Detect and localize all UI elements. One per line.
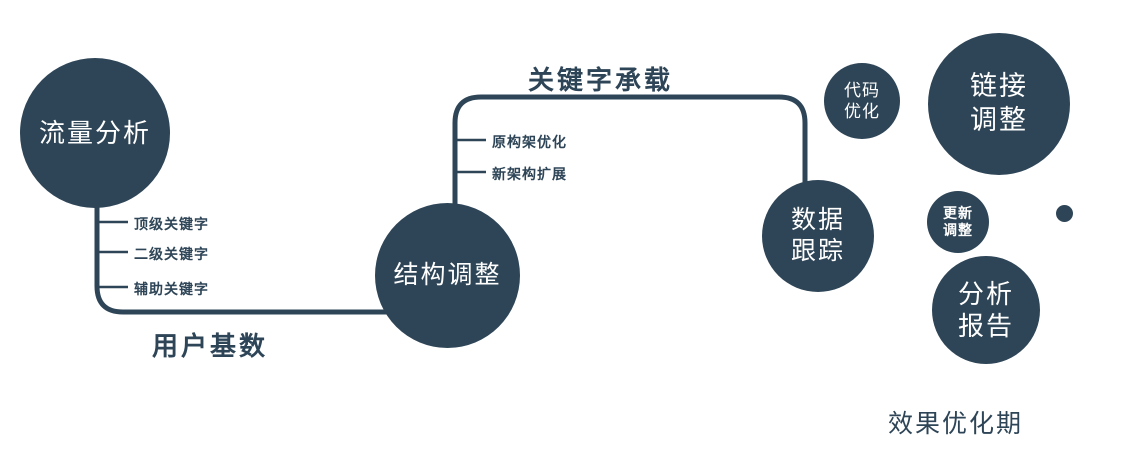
node-code-optimization: 代码 优化 <box>824 63 900 139</box>
node-code-optimization-line2: 优化 <box>844 102 880 121</box>
node-traffic-analysis-label: 流量分析 <box>38 117 151 148</box>
branch-original-architecture: 原构架优化 <box>492 134 567 150</box>
node-analysis-report-line2: 报告 <box>957 311 1014 341</box>
node-traffic-analysis: 流量分析 <box>20 58 170 208</box>
footer-phase-label: 效果优化期 <box>888 410 1024 438</box>
node-structure-adjustment: 结构调整 <box>375 203 520 348</box>
edge-label-keyword-carry: 关键字承载 <box>528 65 674 95</box>
node-update-adjustment-line1: 更新 <box>943 204 973 221</box>
node-data-tracking-line1: 数据 <box>790 205 845 234</box>
node-data-tracking-line2: 跟踪 <box>790 237 845 265</box>
node-code-optimization-line1: 代码 <box>844 80 880 100</box>
edge-label-user-base: 用户基数 <box>152 331 269 361</box>
branch-top-keywords: 顶级关键字 <box>134 216 209 232</box>
node-link-adjustment: 链接 调整 <box>928 33 1070 175</box>
node-small-dot <box>1056 205 1073 222</box>
node-link-adjustment-line2: 调整 <box>970 105 1028 135</box>
node-analysis-report: 分析 报告 <box>932 256 1040 364</box>
node-data-tracking: 数据 跟踪 <box>762 180 874 292</box>
node-update-adjustment-line2: 调整 <box>943 222 973 238</box>
node-update-adjustment: 更新 调整 <box>927 191 989 253</box>
branch-second-keywords: 二级关键字 <box>134 246 209 262</box>
connector-structure-tracking <box>452 94 808 215</box>
node-structure-adjustment-label: 结构调整 <box>393 260 502 289</box>
branch-auxiliary-keywords: 辅助关键字 <box>134 281 209 297</box>
branch-new-architecture: 新架构扩展 <box>492 166 567 182</box>
node-analysis-report-line1: 分析 <box>957 278 1014 309</box>
node-link-adjustment-line1: 链接 <box>970 71 1028 102</box>
